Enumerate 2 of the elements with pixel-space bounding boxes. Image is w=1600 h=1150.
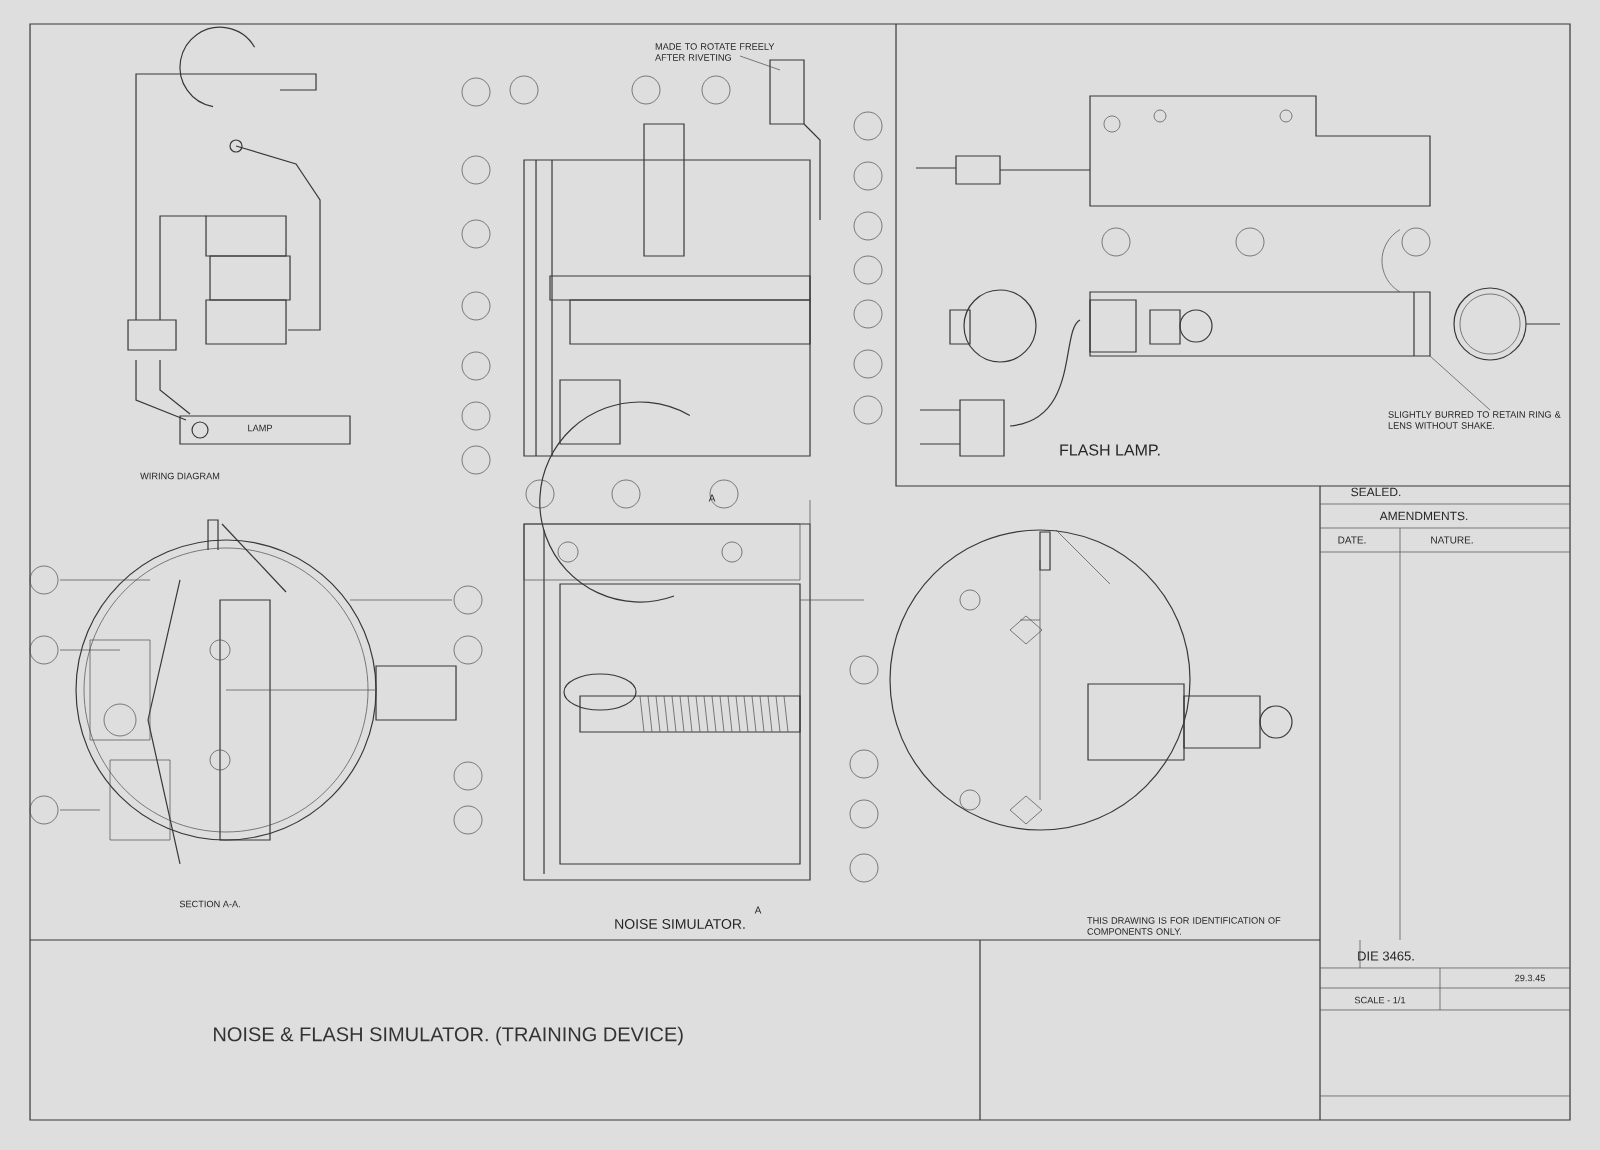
view-caption: FLASH LAMP. [1060,444,1160,456]
title-text: NOISE & FLASH SIMULATOR. (TRAINING DEVICE) [214,1026,683,1046]
